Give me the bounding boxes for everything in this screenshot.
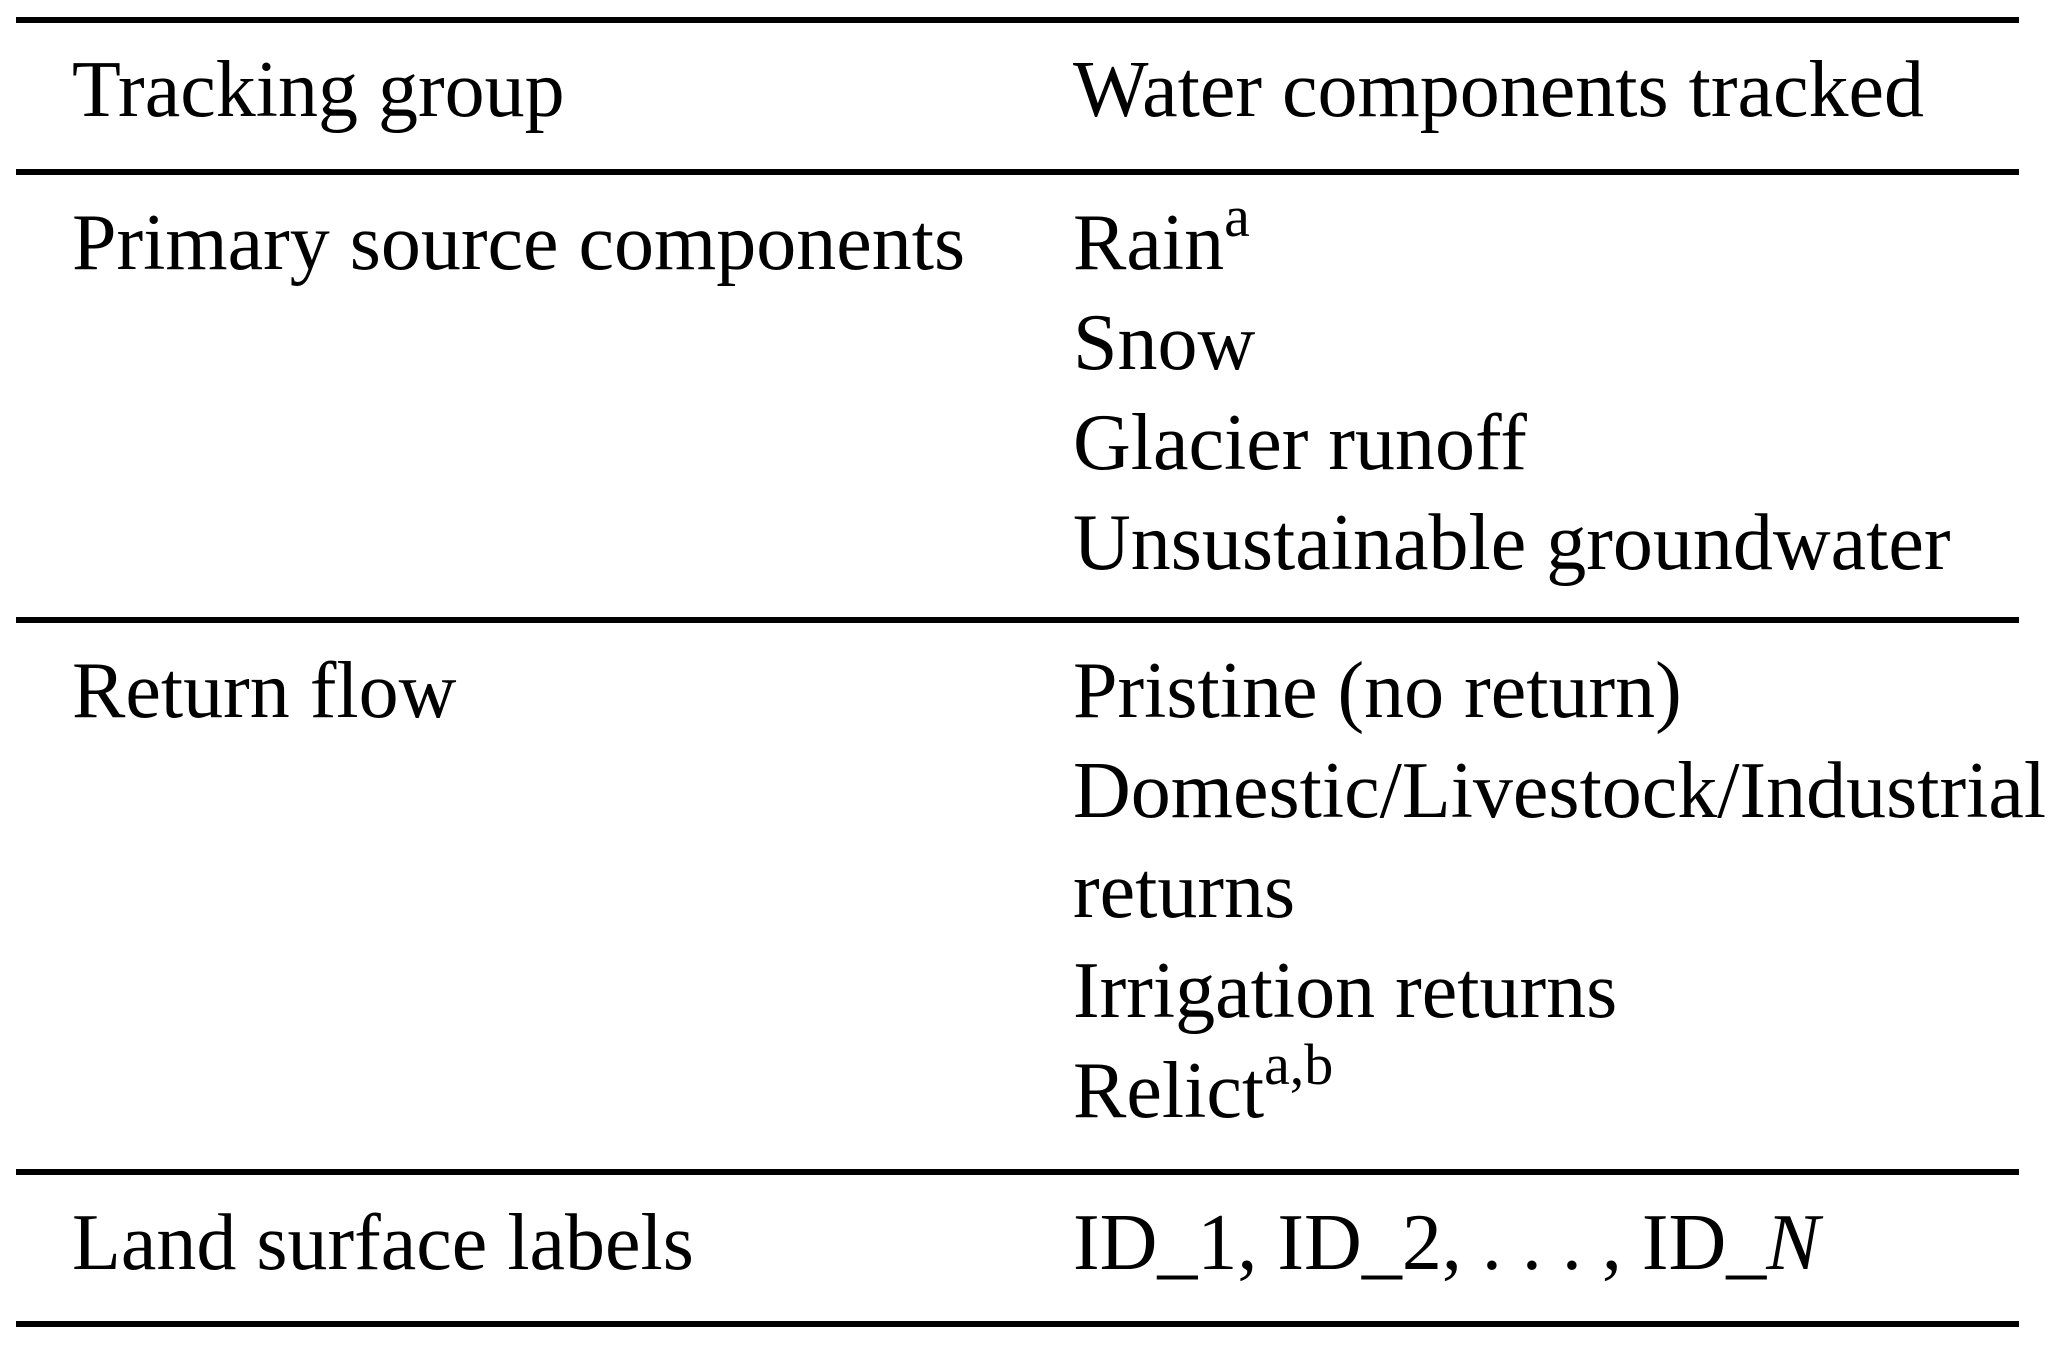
header-tracking-group: Tracking group <box>72 46 565 134</box>
bottom-rule <box>16 1321 2019 1327</box>
component-text: Glacier runoff <box>1073 399 1527 487</box>
component-item: Unsustainable groundwater <box>1073 493 2019 593</box>
component-item: Glacier runoff <box>1073 393 2019 493</box>
tracking-groups-table: Tracking group Water components tracked … <box>16 17 2046 1327</box>
component-text: Snow <box>1073 299 1256 387</box>
header-water-components: Water components tracked <box>1073 46 1924 134</box>
group-label: Return flow <box>72 647 457 735</box>
component-item: Domestic/Livestock/Industrial returns <box>1073 741 2046 941</box>
footnote-marker: a,b <box>1264 1032 1334 1097</box>
footnote-marker: a <box>1224 184 1250 249</box>
mid-rule <box>16 1169 2019 1175</box>
component-text: Pristine (no return) <box>1073 647 1682 735</box>
group-label: Primary source components <box>72 199 966 287</box>
component-text-continued: returns <box>1073 847 1296 935</box>
row-land-surface-labels: Land surface labels ID_1, ID_2, . . . , … <box>16 1175 2019 1321</box>
component-text: Irrigation returns <box>1073 947 1618 1035</box>
component-text: ID_1, ID_2, . . . , ID_ <box>1073 1199 1767 1287</box>
group-label: Land surface labels <box>72 1199 694 1287</box>
mid-rule <box>16 617 2019 623</box>
header-rule <box>16 169 2019 175</box>
component-item: Raina <box>1073 188 2019 293</box>
component-item: Pristine (no return) <box>1073 641 2019 741</box>
component-item: Snow <box>1073 293 2019 393</box>
component-text: Rain <box>1073 199 1225 287</box>
component-text: Domestic/Livestock/Industrial <box>1073 747 2047 835</box>
component-text: Relict <box>1073 1047 1265 1135</box>
component-text-italic: N <box>1766 1199 1820 1287</box>
top-rule <box>16 17 2019 23</box>
component-item: Relicta,b <box>1073 1036 2019 1141</box>
component-item: ID_1, ID_2, . . . , ID_N <box>1073 1193 2019 1293</box>
row-primary-source-components: Primary source components Raina Snow Gla… <box>16 175 2019 617</box>
component-item: Irrigation returns <box>1073 941 2019 1041</box>
header-row: Tracking group Water components tracked <box>16 23 2019 169</box>
components-list: Pristine (no return) Domestic/Livestock/… <box>1073 641 2046 1141</box>
components-list: Raina Snow Glacier runoff Unsustainable … <box>1073 188 2019 593</box>
row-return-flow: Return flow Pristine (no return) Domesti… <box>16 623 2046 1169</box>
component-text: Unsustainable groundwater <box>1073 499 1951 587</box>
components-list: ID_1, ID_2, . . . , ID_N <box>1073 1193 2019 1293</box>
